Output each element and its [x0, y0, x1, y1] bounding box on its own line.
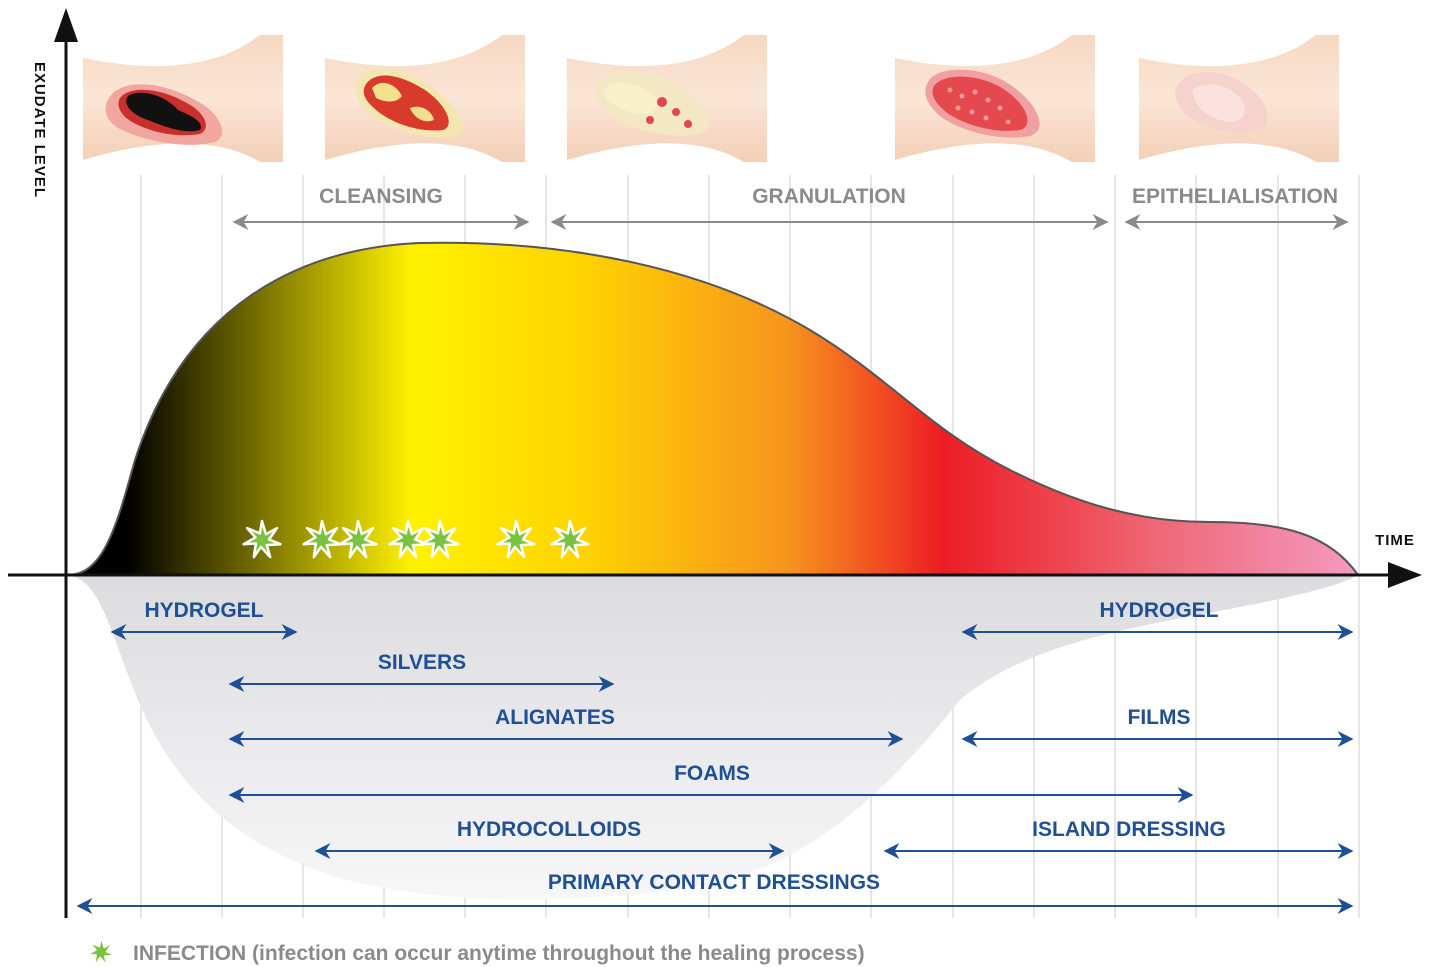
dressing-label-films: FILMS	[1128, 706, 1191, 729]
phase-label-cleansing: CLEANSING	[319, 185, 443, 208]
legend-label: INFECTION (infection can occur anytime t…	[133, 942, 865, 965]
y-axis-label: EXUDATE LEVEL	[31, 62, 48, 198]
phase-label-granulation: GRANULATION	[752, 185, 906, 208]
dressing-label-hydrogel-late: HYDROGEL	[1099, 599, 1218, 622]
dressing-label-primary-contact: PRIMARY CONTACT DRESSINGS	[548, 871, 880, 894]
legend: INFECTION (infection can occur anytime t…	[85, 936, 864, 967]
dressing-label-alignates: ALIGNATES	[495, 706, 615, 729]
dressing-label-island-dressing: ISLAND DRESSING	[1032, 818, 1226, 841]
phase-label-epithelialisation: EPITHELIALISATION	[1132, 185, 1338, 208]
infection-star-icon-glyph	[85, 936, 116, 967]
wound-image-epithelialising	[1139, 35, 1339, 162]
infection-star-icon	[85, 936, 116, 967]
wound-image-necrotic	[83, 35, 283, 162]
wound-image-sloughy	[325, 35, 525, 162]
wound-image-sloughy-granulating	[567, 35, 767, 162]
x-axis-label: TIME	[1375, 532, 1415, 549]
dressing-label-hydrogel-early: HYDROGEL	[144, 599, 263, 622]
dressing-label-silvers: SILVERS	[378, 651, 466, 674]
dressing-label-foams: FOAMS	[674, 762, 750, 785]
dressing-label-hydrocolloids: HYDROCOLLOIDS	[457, 818, 641, 841]
wound-image-granulating	[895, 35, 1095, 162]
